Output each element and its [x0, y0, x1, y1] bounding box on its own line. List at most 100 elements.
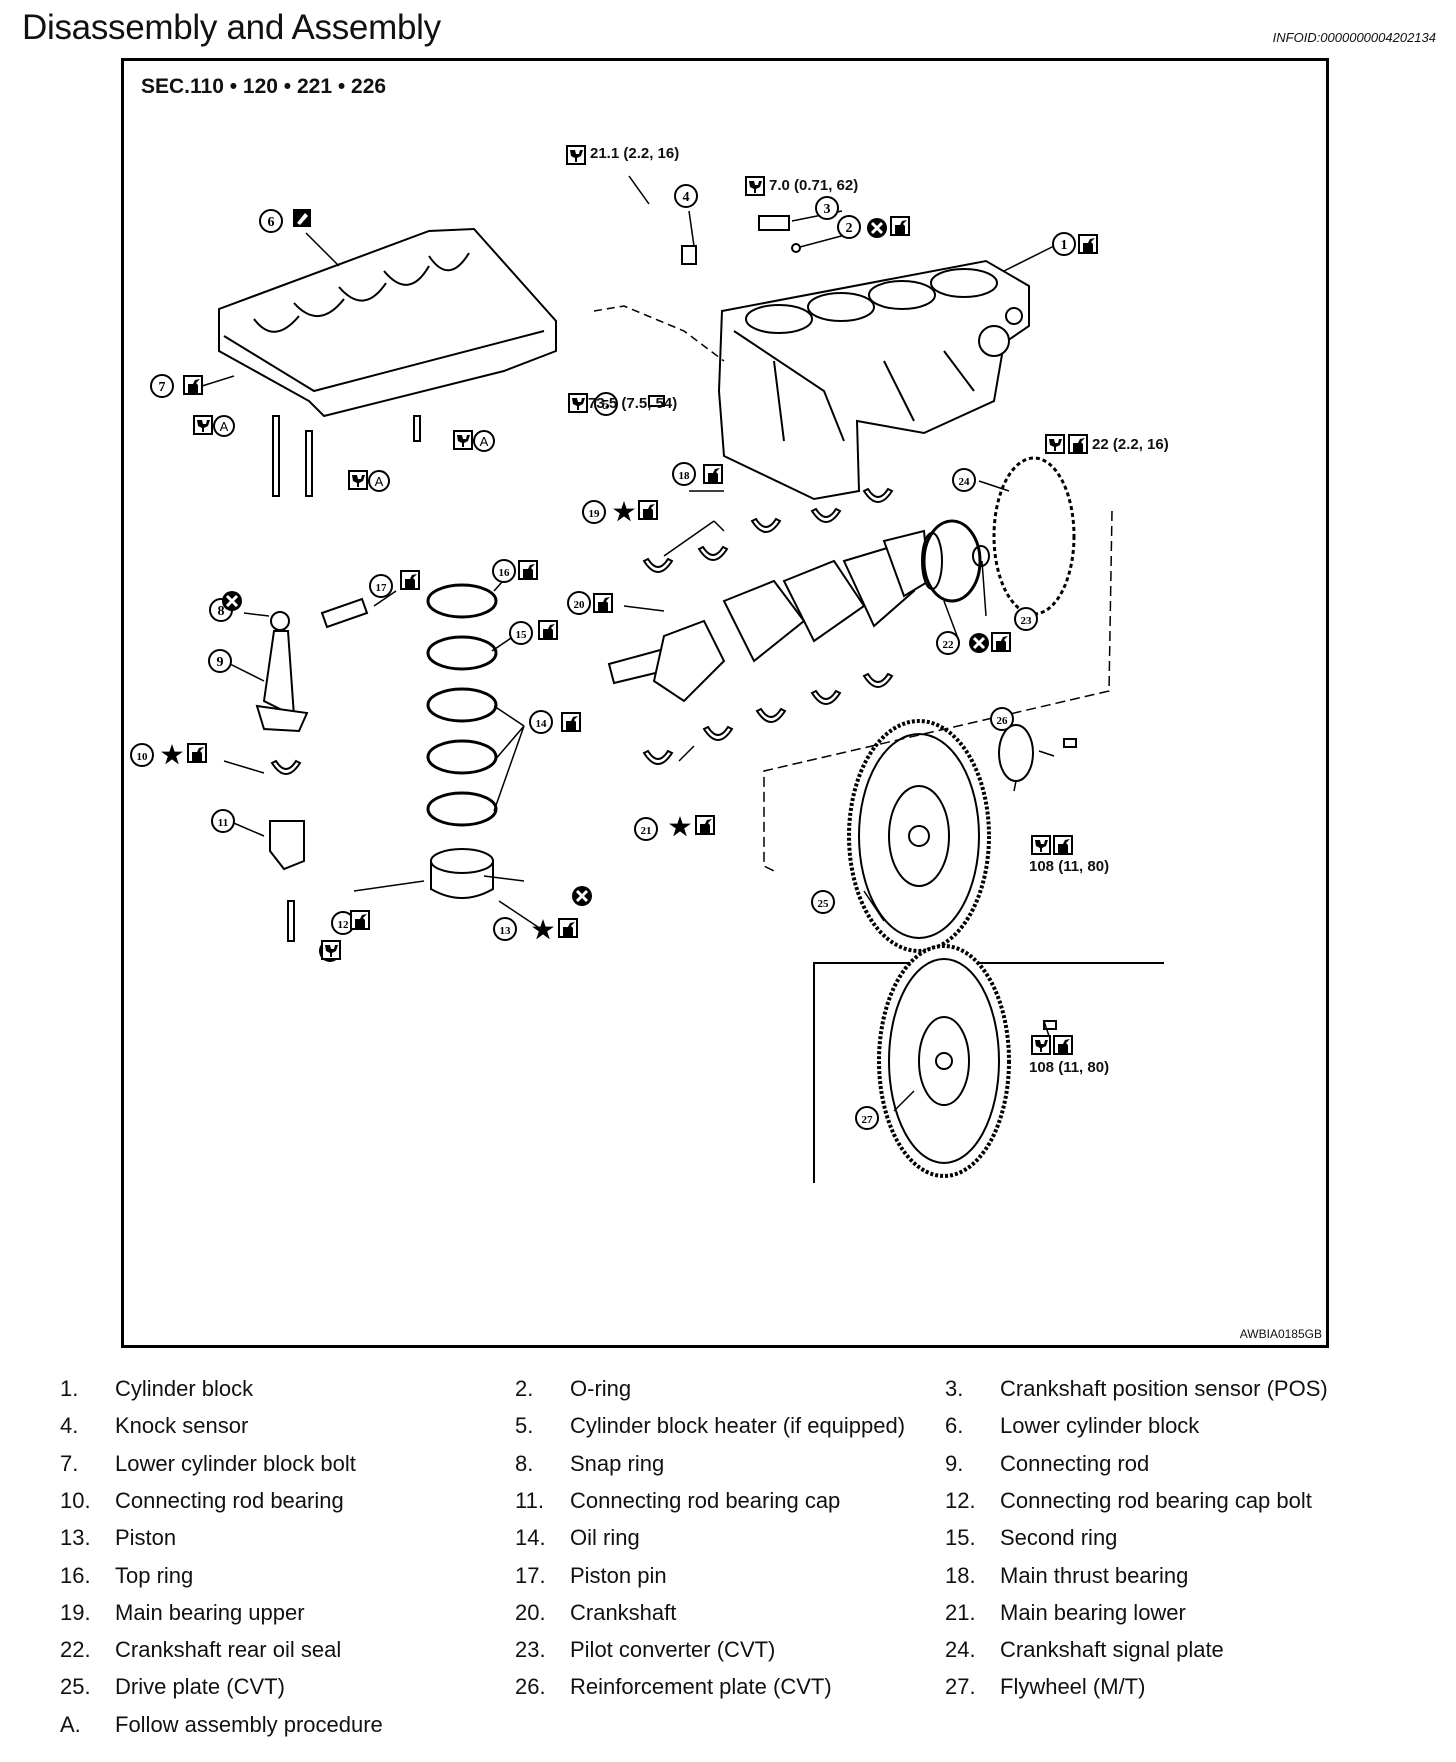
torque-label-signal-plate: 22 (2.2, 16)	[1092, 436, 1169, 453]
torque-wrench-icon	[1031, 1035, 1051, 1055]
legend-text: Crankshaft signal plate	[1000, 1637, 1224, 1663]
legend-text: Cylinder block heater (if equipped)	[570, 1413, 906, 1439]
legend-text: Connecting rod bearing cap bolt	[1000, 1487, 1312, 1513]
callout-circle-27	[855, 1106, 879, 1130]
legend-text: Oil ring	[570, 1525, 640, 1551]
legend-text: O-ring	[570, 1376, 632, 1401]
callout-circle-24	[952, 468, 976, 492]
legend-number: 9.	[945, 1450, 964, 1476]
section-label: SEC.110 • 120 • 221 • 226	[141, 75, 387, 98]
legend-text: Flywheel (M/T)	[1000, 1674, 1146, 1700]
callout-circle-16	[492, 559, 516, 583]
oil-can-icon	[638, 500, 658, 520]
legend-text: Reinforcement plate (CVT)	[570, 1674, 832, 1700]
callout-circle-19	[582, 500, 606, 524]
legend-text: Connecting rod	[1000, 1450, 1150, 1476]
callout-number-27: 27	[862, 1114, 874, 1126]
legend-number: 8.	[515, 1450, 534, 1476]
callout-number-1: 1	[1061, 238, 1068, 253]
callout-circle-10	[130, 743, 154, 767]
star-icon	[613, 501, 635, 522]
legend-text: Main bearing lower	[1000, 1599, 1186, 1625]
cylinder-block	[717, 259, 1030, 501]
flywheel-inset-border	[813, 962, 1164, 1183]
legend-text: Crankshaft position sensor (POS)	[1000, 1376, 1328, 1401]
connecting-rod	[255, 611, 309, 733]
torque-label-flywheel: 108 (11, 80)	[1029, 1059, 1110, 1076]
oil-can-icon	[695, 815, 715, 835]
torque-wrench-icon	[1045, 434, 1065, 454]
legend-number: 7.	[60, 1450, 79, 1476]
callout-circle-11	[211, 809, 235, 833]
callout-circle-22	[936, 631, 960, 655]
legend-number: 17.	[515, 1562, 546, 1588]
oil-can-icon	[1068, 434, 1088, 454]
callout-number-9: 9	[217, 655, 224, 670]
info-id: INFOID:0000000004202134	[1272, 30, 1436, 45]
procedure-marker-circle	[473, 430, 495, 452]
legend-text: Connecting rod bearing	[115, 1487, 344, 1513]
star-icon	[161, 744, 183, 765]
legend-text: Snap ring	[570, 1450, 665, 1476]
crankshaft	[607, 529, 943, 703]
torque-label-knock-sensor: 21.1 (2.2, 16)	[590, 145, 680, 162]
star-icon	[532, 919, 554, 940]
callout-number-3: 3	[824, 202, 831, 217]
legend-number: 6.	[945, 1413, 964, 1439]
legend-number: 13.	[60, 1525, 91, 1551]
legend-text: Lower cylinder block	[1000, 1413, 1200, 1439]
callout-number-4: 4	[683, 190, 690, 205]
rear-oil-seal	[922, 519, 982, 603]
figure-code: AWBIA0185GB	[1239, 1327, 1322, 1341]
callout-circle-21	[634, 817, 658, 841]
legend-text: Crankshaft rear oil seal	[115, 1637, 342, 1663]
procedure-marker-letter: A	[480, 434, 489, 449]
star-icon	[669, 816, 691, 837]
legend-text: Crankshaft	[570, 1599, 677, 1625]
oil-can-icon	[1078, 234, 1098, 254]
oil-can-icon	[593, 593, 613, 613]
callout-circle-5	[594, 392, 618, 416]
callout-number-6: 6	[268, 215, 275, 230]
legend-number: 27.	[945, 1674, 976, 1700]
torque-wrench-icon	[348, 470, 368, 490]
legend-text: Lower cylinder block bolt	[115, 1450, 356, 1476]
oil-can-icon	[183, 375, 203, 395]
callout-number-2: 2	[846, 221, 853, 236]
legend-text: Piston pin	[570, 1562, 667, 1588]
lower-cylinder-block	[218, 227, 557, 418]
legend-text: Knock sensor	[115, 1413, 249, 1439]
callout-circle-17	[369, 574, 393, 598]
legend-number: 5.	[515, 1413, 534, 1439]
torque-wrench-icon	[321, 940, 341, 960]
legend-number: 2.	[515, 1376, 534, 1401]
legend-text: Cylinder block	[115, 1376, 254, 1401]
rod-bearing-cap	[269, 820, 305, 871]
callout-circle-23	[1014, 607, 1038, 631]
torque-wrench-icon	[1031, 835, 1051, 855]
torque-wrench-icon	[745, 176, 765, 196]
legend-number: A.	[60, 1711, 81, 1737]
legend-number: 14.	[515, 1525, 546, 1551]
callout-number-22: 22	[943, 639, 955, 651]
legend-number: 10.	[60, 1487, 91, 1513]
legend-text: Piston	[115, 1525, 177, 1551]
callout-circle-26	[990, 707, 1014, 731]
torque-label-pos-sensor: 7.0 (0.71, 62)	[769, 177, 859, 194]
callout-circle-4	[674, 184, 698, 208]
torque-wrench-icon	[453, 430, 473, 450]
callout-number-12: 12	[338, 919, 350, 931]
oil-can-icon	[1053, 835, 1073, 855]
callout-number-7: 7	[159, 380, 166, 395]
callout-circle-7	[150, 374, 174, 398]
legend-number: 1.	[60, 1376, 79, 1401]
legend-number: 26.	[515, 1674, 546, 1700]
do-not-reuse-icon	[570, 884, 594, 908]
callout-circle-25	[811, 890, 835, 914]
legend-number: 21.	[945, 1599, 976, 1625]
oil-can-icon	[561, 712, 581, 732]
page-title: Disassembly and Assembly	[22, 8, 441, 47]
callout-circle-14	[529, 710, 553, 734]
callout-number-17: 17	[376, 582, 388, 594]
